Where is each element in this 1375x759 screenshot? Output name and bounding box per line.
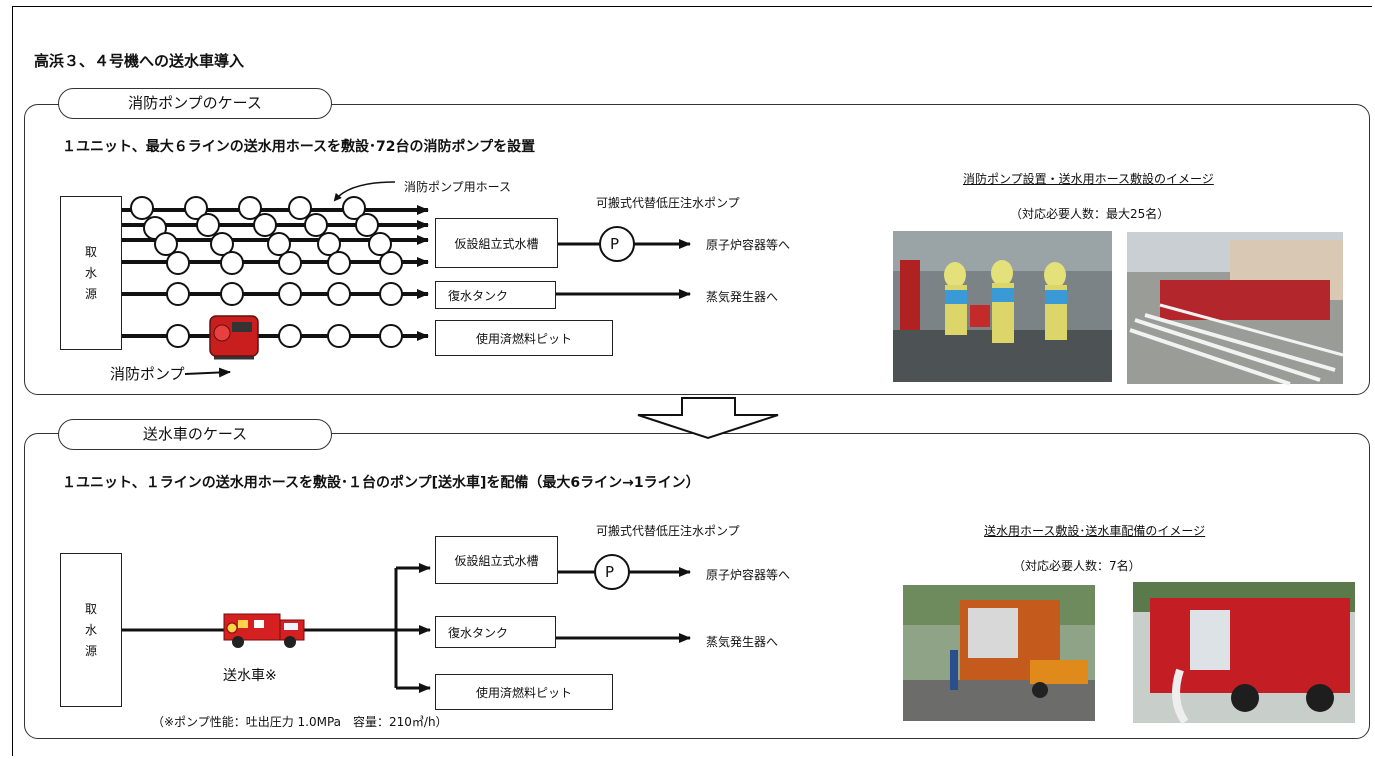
- fire-pump-label: 消防ポンプ: [110, 365, 185, 383]
- pump-circle: [355, 213, 379, 237]
- condensate-tank-label: 復水タンク: [448, 625, 509, 640]
- temp-water-tank-box-2: 仮設組立式水槽: [435, 536, 558, 584]
- water-source-char: 取: [84, 244, 97, 259]
- water-source-box-1: 取 水 源: [60, 196, 122, 350]
- pump-circle: [317, 232, 341, 256]
- pump-circle: [278, 251, 302, 275]
- pump-circle: [327, 282, 351, 306]
- water-truck-required-staff: （対応必要人数：7名）: [1013, 559, 1141, 573]
- pump-circle: [196, 213, 220, 237]
- pump-circle: [184, 196, 208, 220]
- pump-circle: [379, 324, 403, 348]
- pump-circle: [166, 324, 190, 348]
- steam-generator-output-2: 蒸気発生器へ: [706, 635, 779, 649]
- pump-circle: [166, 282, 190, 306]
- condensate-tank-label: 復水タンク: [448, 288, 509, 303]
- pump-circle: [267, 232, 291, 256]
- water-truck-case-tab-label: 送水車のケース: [142, 425, 248, 443]
- pump-circle: [342, 196, 366, 220]
- water-truck-photo-1: [903, 585, 1095, 721]
- water-source-char: 取: [84, 601, 97, 616]
- fire-pump-setup-photo-2: [1127, 232, 1344, 386]
- transition-down-arrow: [637, 397, 779, 440]
- fire-pump-case-panel: [24, 104, 1370, 395]
- pump-circle: [238, 196, 262, 220]
- fire-pump-image: [209, 315, 259, 360]
- page-frame: [12, 6, 1372, 756]
- page-title: 高浜３、４号機への送水車導入: [34, 52, 245, 70]
- pump-circle: [253, 213, 277, 237]
- temp-water-tank-label: 仮設組立式水槽: [454, 553, 539, 568]
- spent-fuel-pit-label: 使用済燃料ピット: [475, 331, 572, 346]
- pump-symbol-label-1: P: [610, 235, 620, 253]
- condensate-tank-box-2: 復水タンク: [435, 616, 556, 648]
- pump-circle: [327, 251, 351, 275]
- pump-circle: [327, 324, 351, 348]
- pump-circle: [210, 232, 234, 256]
- temp-water-tank-box-1: 仮設組立式水槽: [435, 218, 558, 268]
- reactor-vessel-output-1: 原子炉容器等へ: [706, 238, 791, 252]
- portable-pump-label-2: 可搬式代替低圧注水ポンプ: [596, 524, 740, 538]
- spent-fuel-pit-label: 使用済燃料ピット: [475, 685, 572, 700]
- condensate-tank-box-1: 復水タンク: [435, 281, 556, 309]
- water-source-char: 源: [84, 643, 97, 658]
- fire-pump-case-tab-label: 消防ポンプのケース: [128, 94, 262, 112]
- fire-pump-case-tab: 消防ポンプのケース: [58, 88, 332, 119]
- water-truck-image: [223, 613, 305, 648]
- fire-pump-pointer-arrow: [184, 367, 231, 378]
- pump-circle: [220, 251, 244, 275]
- water-truck-photo-2: [1133, 582, 1355, 725]
- water-source-char: 水: [84, 622, 97, 637]
- pump-circle: [304, 213, 328, 237]
- steam-generator-output-1: 蒸気発生器へ: [706, 290, 779, 304]
- pump-circle: [278, 324, 302, 348]
- pump-circle: [379, 282, 403, 306]
- spent-fuel-pit-box-1: 使用済燃料ピット: [435, 320, 613, 356]
- water-source-char: 源: [84, 286, 97, 301]
- water-truck-case-tab: 送水車のケース: [58, 419, 332, 450]
- fire-pump-image-caption: 消防ポンプ設置・送水用ホース敷設のイメージ: [963, 172, 1214, 186]
- hose-pointer-arrow: [333, 181, 396, 202]
- pump-circle: [220, 282, 244, 306]
- pump-circle: [166, 251, 190, 275]
- temp-water-tank-label: 仮設組立式水槽: [454, 236, 539, 251]
- spent-fuel-pit-box-2: 使用済燃料ピット: [435, 674, 613, 710]
- fire-pump-setup-photo-1: [893, 231, 1112, 382]
- fire-pump-required-staff: （対応必要人数：最大25名）: [1010, 207, 1170, 221]
- pump-performance-note: （※ポンプ性能：吐出圧力 1.0MPa 容量：210㎥/h）: [152, 715, 448, 729]
- water-source-box-2: 取 水 源: [60, 553, 122, 707]
- pump-circle: [278, 282, 302, 306]
- water-source-char: 水: [84, 265, 97, 280]
- pump-circle: [368, 232, 392, 256]
- fire-pump-case-headline: １ユニット、最大６ラインの送水用ホースを敷設･72台の消防ポンプを設置: [62, 139, 536, 155]
- pump-circle: [379, 251, 403, 275]
- pump-circle: [288, 196, 312, 220]
- pump-symbol-label-2: P: [605, 563, 615, 581]
- water-truck-label: 送水車※: [223, 668, 277, 684]
- portable-pump-label-1: 可搬式代替低圧注水ポンプ: [596, 196, 740, 210]
- water-truck-image-caption: 送水用ホース敷設･送水車配備のイメージ: [984, 524, 1206, 538]
- pump-circle: [130, 196, 154, 220]
- pump-circle: [154, 232, 178, 256]
- hose-label: 消防ポンプ用ホース: [404, 180, 512, 194]
- reactor-vessel-output-2: 原子炉容器等へ: [706, 568, 791, 582]
- water-truck-case-headline: １ユニット、１ラインの送水用ホースを敷設･１台のポンプ[送水車]を配備（最大6ラ…: [62, 475, 700, 491]
